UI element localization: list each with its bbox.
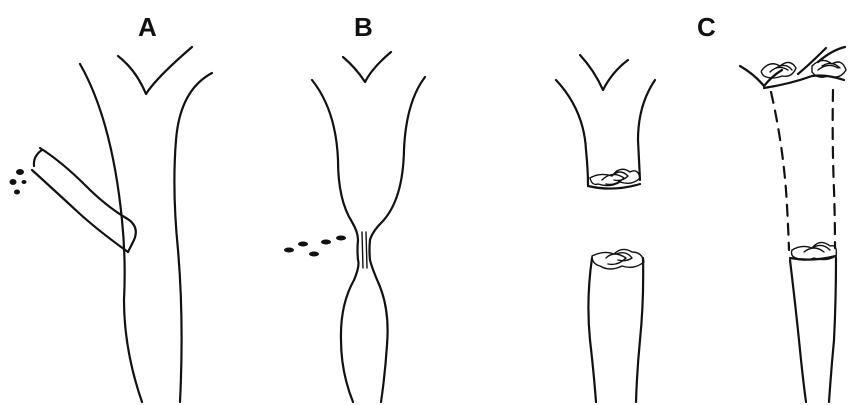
panel-c-top-callus-scribble — [761, 62, 796, 78]
panel-a-sap-drop — [10, 179, 17, 185]
panel-a-branch-junction — [126, 218, 136, 252]
panel-a-top-notch — [118, 47, 192, 94]
panel-b-constriction-line — [362, 232, 367, 268]
panel-b-left-edge — [312, 80, 359, 402]
panel-b-top-notch — [343, 52, 391, 82]
panel-b-sap-drop — [298, 242, 308, 247]
panel-c-healed-root-drawing — [740, 47, 846, 402]
panel-c-dashed-left-edge — [771, 92, 789, 250]
panel-c-lower-left-edge — [790, 260, 806, 402]
panel-c-top-notch — [580, 55, 628, 90]
panel-b-sap-drop — [309, 252, 319, 257]
panel-a-trunk-left-edge — [80, 64, 142, 402]
panel-a-sap-drop — [22, 180, 27, 184]
panel-c-dashed-right-edge — [833, 90, 835, 248]
panel-a-sap-drop — [14, 190, 20, 195]
panel-b-drawing — [284, 52, 425, 402]
panel-a-trunk-right-edge — [174, 73, 212, 402]
panel-c-upper-piece-left-edge — [556, 80, 588, 185]
panel-c-top-right-shoot — [798, 47, 845, 74]
panel-b-sap-drop — [284, 248, 294, 253]
panel-c-lower-piece-right-edge — [636, 258, 643, 402]
panel-a-sap-drop — [16, 169, 24, 175]
panel-c-upper-cut-scribble — [590, 169, 640, 185]
panel-c-lower-piece-left-edge — [588, 258, 596, 402]
panel-b-sap-drop — [336, 236, 346, 241]
panel-b-sap-drop — [321, 240, 331, 245]
panel-c-lower-cut-scribble — [592, 249, 644, 269]
panel-a-drawing — [10, 47, 213, 402]
panel-c-cut-root-drawing — [556, 55, 655, 402]
panel-c-lower-right-edge — [829, 258, 836, 402]
panel-c-top-left-shoot — [740, 66, 782, 86]
panel-c-upper-piece-right-edge — [638, 80, 655, 180]
panel-b-right-edge — [370, 77, 426, 402]
panel-a-branch-cut-end — [34, 150, 42, 166]
